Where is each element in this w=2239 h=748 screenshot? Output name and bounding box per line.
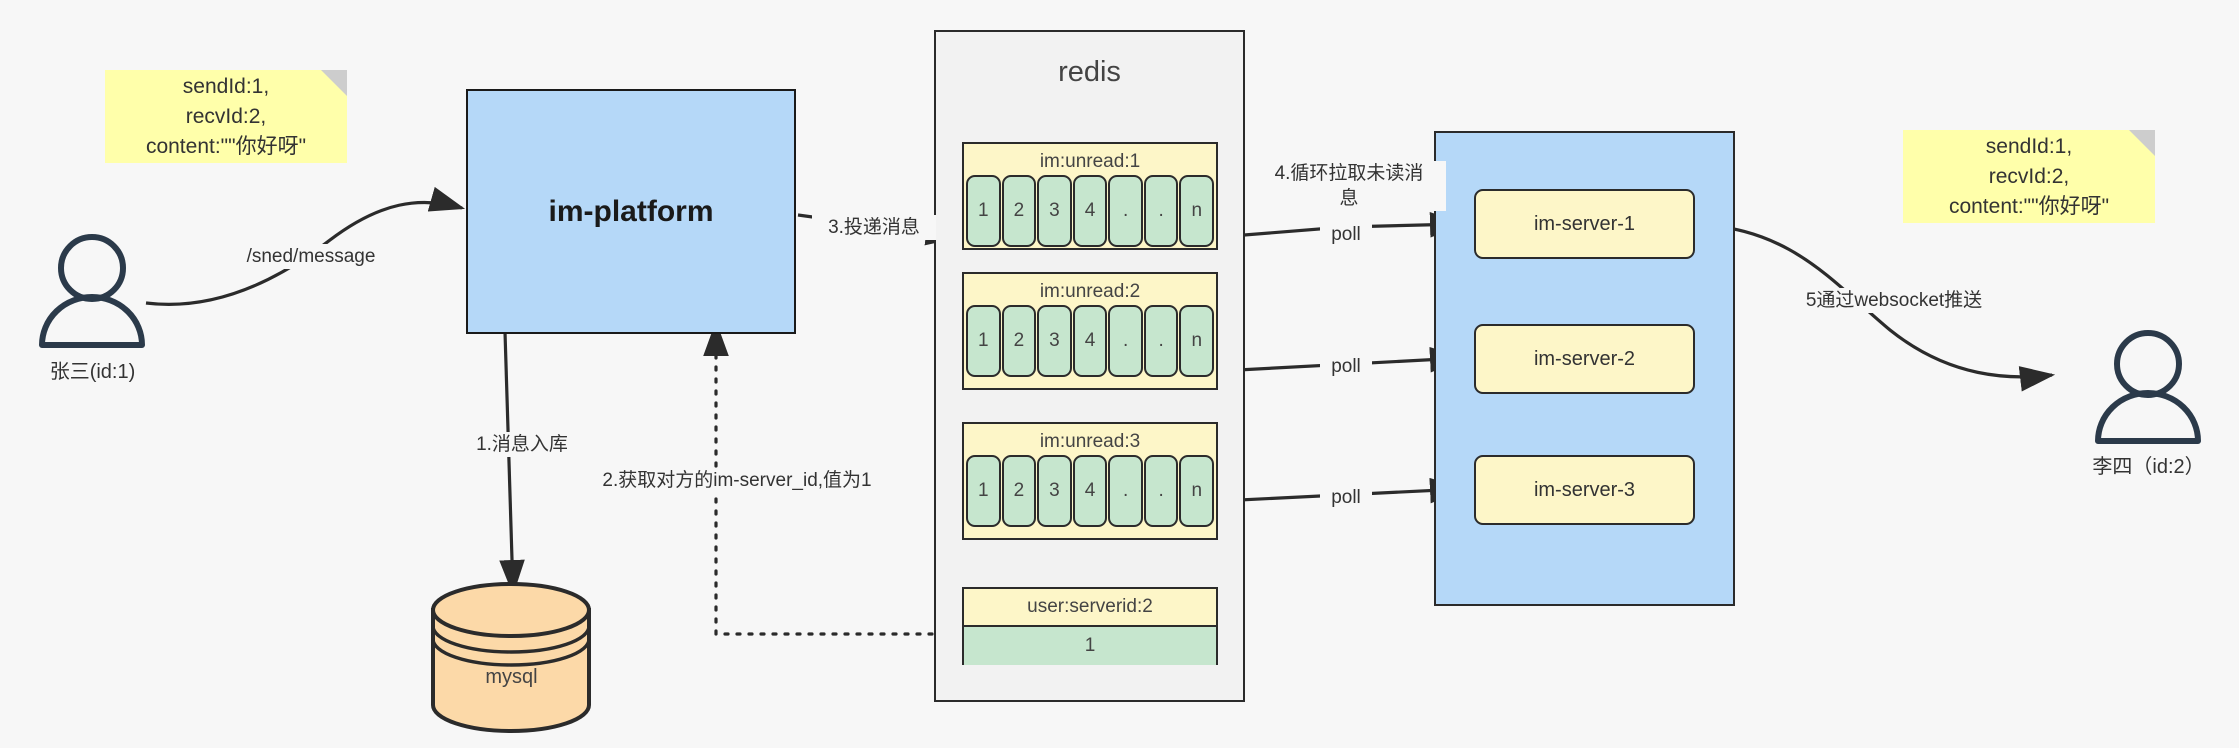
queue-cell[interactable]: 2 — [1001, 455, 1037, 527]
mysql-node[interactable]: mysql — [433, 610, 590, 731]
im-server-2-label: im-server-2 — [1533, 347, 1636, 370]
queue-cell[interactable]: . — [1108, 175, 1143, 247]
user-icon — [2095, 330, 2201, 444]
redis-queue-im-unread-2[interactable]: im:unread:2 1 2 3 4 . . n — [962, 272, 1218, 390]
queue-cell[interactable]: . — [1143, 455, 1179, 527]
queue-cell[interactable]: 2 — [1001, 175, 1037, 247]
im-server-3-label: im-server-3 — [1533, 478, 1636, 501]
edge-platform-to-mysql — [499, 331, 525, 596]
queue-cell[interactable]: 3 — [1037, 455, 1072, 527]
actor-sender[interactable]: 张三(id:1) — [0, 355, 185, 389]
queue-cell[interactable]: 1 — [966, 455, 1001, 527]
kv-value-cell[interactable]: 1 — [964, 625, 1216, 665]
edge-label-poll-2: poll — [1320, 354, 1372, 379]
queue-cell-row: 1 2 3 4 . . n — [964, 455, 1216, 527]
edge-label-poll-3: poll — [1320, 485, 1372, 510]
queue-cell[interactable]: n — [1179, 305, 1215, 377]
note-right: sendId:1, recvId:2, content:""你好呀" — [1903, 130, 2155, 223]
im-platform-node[interactable]: im-platform — [466, 89, 796, 334]
im-server-3-node[interactable]: im-server-3 — [1474, 455, 1695, 525]
queue-cell[interactable]: . — [1108, 455, 1143, 527]
im-platform-label: im-platform — [548, 194, 714, 228]
note-fold-icon — [2129, 130, 2155, 156]
edge-label-step5: 5通过websocket推送 — [1782, 288, 2006, 313]
queue-cell[interactable]: n — [1179, 455, 1215, 527]
queue-cell-row: 1 2 3 4 . . n — [964, 175, 1216, 247]
edge-label-poll-1: poll — [1320, 222, 1372, 247]
note-left-text: sendId:1, recvId:2, content:""你好呀" — [145, 74, 307, 158]
queue-cell[interactable]: . — [1108, 305, 1143, 377]
queue-cell[interactable]: n — [1179, 175, 1215, 247]
redis-queue-im-unread-3[interactable]: im:unread:3 1 2 3 4 . . n — [962, 422, 1218, 540]
queue-key-label: im:unread:3 — [1039, 431, 1141, 452]
im-server-1-label: im-server-1 — [1533, 212, 1636, 235]
actor-receiver[interactable]: 李四（id:2） — [2056, 450, 2239, 484]
edge-label-send-message: /sned/message — [229, 244, 393, 269]
note-fold-icon — [321, 70, 347, 96]
im-server-1-node[interactable]: im-server-1 — [1474, 189, 1695, 259]
kv-key-label: user:serverid:2 — [1027, 596, 1153, 617]
redis-queue-im-unread-1[interactable]: im:unread:1 1 2 3 4 . . n — [962, 142, 1218, 250]
queue-cell[interactable]: 2 — [1001, 305, 1037, 377]
mysql-label: mysql — [485, 666, 538, 688]
queue-cell[interactable]: 3 — [1037, 175, 1072, 247]
queue-cell[interactable]: 4 — [1072, 175, 1108, 247]
actor-sender-label: 张三(id:1) — [49, 361, 136, 383]
queue-cell[interactable]: 1 — [966, 175, 1001, 247]
edge-label-step3: 3.投递消息 — [812, 215, 936, 240]
edge-label-step1: 1.消息入库 — [455, 432, 589, 457]
actor-receiver-label: 李四（id:2） — [2092, 456, 2205, 478]
queue-cell[interactable]: 1 — [966, 305, 1001, 377]
queue-cell[interactable]: 4 — [1072, 305, 1108, 377]
redis-kv-user-serverid[interactable]: user:serverid:2 1 — [962, 587, 1218, 665]
redis-title: redis — [1058, 56, 1121, 88]
edge-label-step4: 4.循环拉取未读消 息 — [1252, 161, 1446, 211]
note-left: sendId:1, recvId:2, content:""你好呀" — [105, 70, 347, 163]
queue-cell[interactable]: 3 — [1037, 305, 1072, 377]
queue-key-label: im:unread:1 — [1039, 151, 1141, 172]
edge-label-step2: 2.获取对方的im-server_id,值为1 — [570, 468, 904, 493]
im-server-2-node[interactable]: im-server-2 — [1474, 324, 1695, 394]
user-icon — [39, 234, 145, 348]
queue-cell[interactable]: 4 — [1072, 455, 1108, 527]
note-right-text: sendId:1, recvId:2, content:""你好呀" — [1948, 134, 2110, 218]
queue-key-label: im:unread:2 — [1039, 281, 1141, 302]
queue-cell[interactable]: . — [1143, 305, 1179, 377]
queue-cell[interactable]: . — [1143, 175, 1179, 247]
queue-cell-row: 1 2 3 4 . . n — [964, 305, 1216, 377]
